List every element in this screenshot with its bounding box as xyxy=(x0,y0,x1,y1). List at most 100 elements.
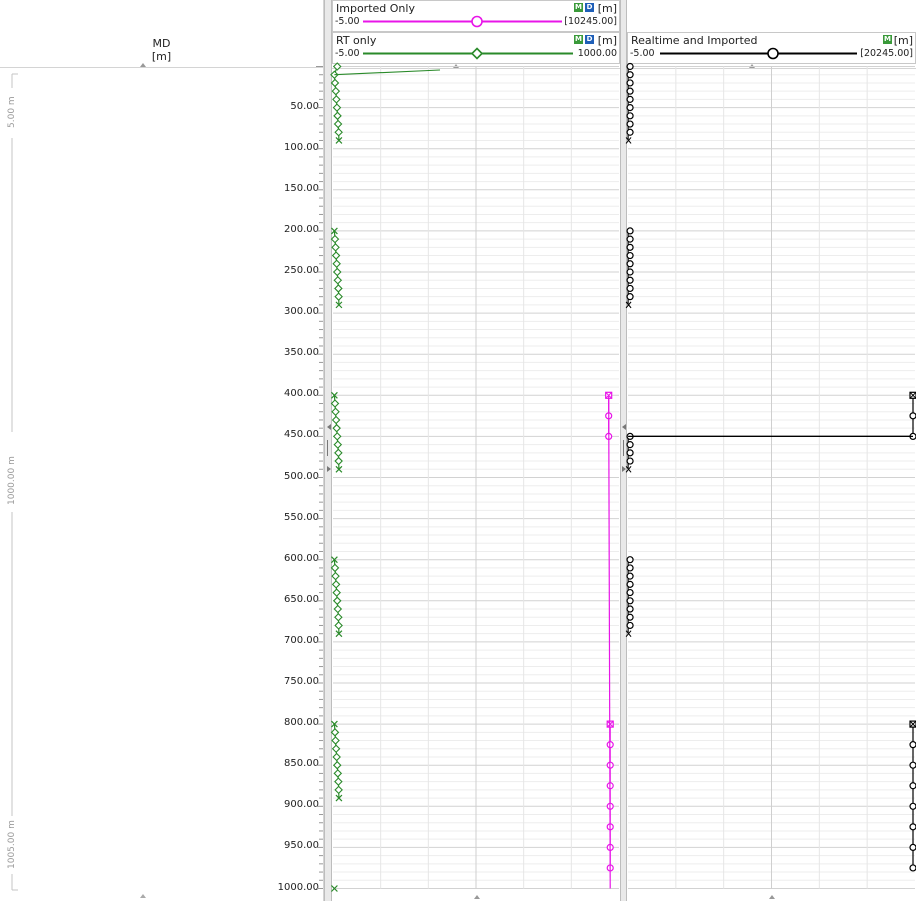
circle-marker xyxy=(626,457,634,465)
track-splitter-right[interactable] xyxy=(620,0,627,901)
depth-tick-label: 50.00 xyxy=(290,100,319,112)
diamond-marker xyxy=(332,267,342,277)
circle-marker xyxy=(909,761,916,769)
track1-footer-handle[interactable] xyxy=(474,895,480,899)
curve-max-label: [10245.00] xyxy=(564,16,617,27)
depth-tick-label: 850.00 xyxy=(284,758,319,770)
circle-marker xyxy=(909,741,916,749)
splitter-expand-right-icon[interactable] xyxy=(327,466,331,472)
circle-marker xyxy=(626,441,634,449)
series-realtime-and-imported xyxy=(625,62,916,872)
diamond-marker xyxy=(333,769,343,778)
depth-tick-label: 950.00 xyxy=(284,840,319,852)
diamond-marker xyxy=(332,423,341,433)
circle-marker xyxy=(626,284,634,293)
last-point-marker xyxy=(335,465,343,473)
realtime-and-imported-legend-line xyxy=(660,47,857,60)
depth-tick-label: 200.00 xyxy=(284,223,319,235)
depth-tick-label: 350.00 xyxy=(284,347,319,359)
curve-unit: [m] xyxy=(597,2,617,15)
d-badge-icon[interactable]: D xyxy=(585,3,594,12)
diamond-marker xyxy=(331,580,341,589)
circle-marker xyxy=(626,95,634,103)
diamond-marker xyxy=(332,259,341,269)
splitter-grip-icon[interactable] xyxy=(623,440,624,456)
track-splitter-left[interactable] xyxy=(324,0,332,901)
d-badge-icon[interactable]: D xyxy=(585,35,594,44)
rt-only-legend-line xyxy=(363,47,573,60)
diamond-marker xyxy=(332,62,342,71)
circle-marker xyxy=(909,823,916,831)
splitter-collapse-left-icon[interactable] xyxy=(327,424,331,430)
md-track-unit: [m] xyxy=(151,50,172,63)
depth-tick-label: 550.00 xyxy=(284,511,319,523)
md-track-header[interactable]: MD [m] xyxy=(0,0,324,68)
circle-marker xyxy=(909,412,916,420)
curve-header-rt-only[interactable]: RT only M D [m] -5.00 1000.00 xyxy=(332,32,620,64)
curve-max-label: [20245.00] xyxy=(860,48,913,59)
circle-marker xyxy=(626,564,634,572)
first-point-marker xyxy=(330,391,338,399)
circle-marker xyxy=(626,251,634,260)
circle-marker xyxy=(626,588,634,597)
depth-tick-label: 150.00 xyxy=(284,182,319,194)
curve-min-label: -5.00 xyxy=(335,16,360,27)
depth-tick-label: 250.00 xyxy=(284,265,319,276)
diamond-marker xyxy=(331,571,340,581)
first-point-marker xyxy=(330,885,338,892)
diamond-marker xyxy=(334,785,343,795)
depth-tick-label: 650.00 xyxy=(284,593,319,605)
track1-grid xyxy=(333,66,619,889)
m-badge-icon[interactable]: M xyxy=(883,35,892,44)
circle-marker xyxy=(626,572,634,580)
diamond-marker xyxy=(334,448,343,458)
splitter-grip-icon[interactable] xyxy=(327,440,328,456)
first-point-marker xyxy=(330,227,338,235)
last-point-marker xyxy=(335,301,343,309)
circle-marker xyxy=(626,62,634,71)
md-footer-handle[interactable] xyxy=(140,894,146,898)
circle-marker xyxy=(626,128,634,136)
circle-marker xyxy=(626,227,634,235)
diamond-marker xyxy=(330,563,340,573)
curve-unit: [m] xyxy=(597,34,617,47)
curve-min-label: -5.00 xyxy=(335,48,360,59)
first-point-cross xyxy=(909,720,916,728)
depth-tick-label: 750.00 xyxy=(284,676,319,687)
splitter-expand-right-icon[interactable] xyxy=(622,466,626,472)
series-line xyxy=(333,66,340,141)
m-badge-icon[interactable]: M xyxy=(574,35,583,44)
circle-marker xyxy=(626,449,634,457)
imported-only-legend-line xyxy=(363,15,562,28)
diamond-marker xyxy=(331,251,341,260)
diamond-marker xyxy=(332,752,341,762)
series-line xyxy=(608,395,611,889)
md-scale-bar xyxy=(7,73,18,891)
circle-marker xyxy=(626,621,634,630)
track2-footer-handle[interactable] xyxy=(769,895,775,899)
diamond-marker xyxy=(331,407,340,417)
diamond-marker xyxy=(332,103,342,112)
curve-header-imported-only[interactable]: Imported Only M D [m] -5.00 [10245.00] xyxy=(332,0,620,32)
circle-marker xyxy=(626,103,634,112)
first-point-cross xyxy=(909,391,916,399)
m-badge-icon[interactable]: M xyxy=(574,3,583,12)
circle-marker xyxy=(909,802,916,810)
circle-marker xyxy=(626,243,634,251)
depth-tick-label: 600.00 xyxy=(284,552,319,564)
depth-tick-label: 800.00 xyxy=(284,717,319,729)
circle-marker xyxy=(626,120,634,128)
circle-marker xyxy=(626,605,634,613)
diamond-marker xyxy=(333,604,343,614)
circle-marker xyxy=(626,597,634,605)
circle-marker xyxy=(626,293,634,301)
circle-marker xyxy=(626,79,634,87)
series-line xyxy=(627,395,914,470)
curve-name-realtime-and-imported: Realtime and Imported xyxy=(631,34,758,47)
md-header-resize-handle[interactable] xyxy=(140,63,146,67)
last-point-marker xyxy=(335,137,343,144)
depth-tick-label: 450.00 xyxy=(284,429,319,441)
splitter-collapse-left-icon[interactable] xyxy=(622,424,626,430)
circle-marker xyxy=(626,112,634,120)
